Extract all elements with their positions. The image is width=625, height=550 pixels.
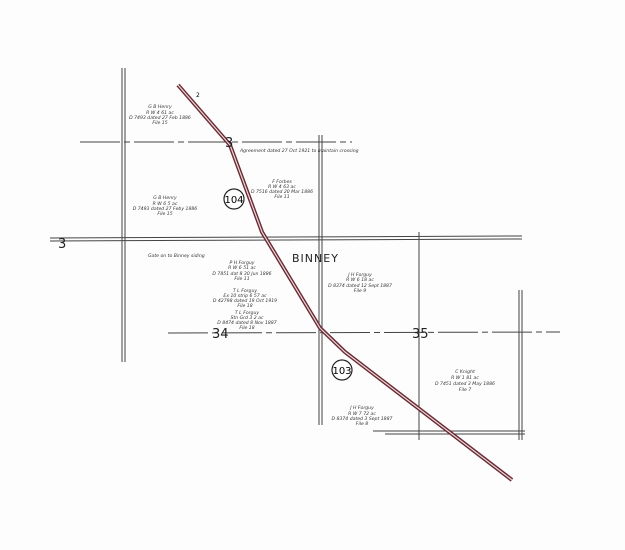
svg-text:R W 6 5 ac: R W 6 5 ac [153, 201, 178, 207]
section-line [49, 238, 523, 242]
svg-text:D 7451 dated 3 May 1886: D 7451 dated 3 May 1886 [435, 381, 495, 387]
svg-text:D 7851 dat 8 30 Jun 1886: D 7851 dat 8 30 Jun 1886 [212, 271, 271, 277]
svg-text:T L Forguy: T L Forguy [233, 288, 257, 294]
svg-text:File 18: File 18 [239, 325, 254, 331]
svg-text:F Forbes: F Forbes [272, 179, 292, 185]
section-number: 3 [58, 237, 66, 252]
section-number: 3 [225, 136, 233, 151]
section-number: 34 [212, 327, 229, 342]
svg-text:D 8374 dated 3 Sept 1887: D 8374 dated 3 Sept 1887 [332, 416, 393, 422]
svg-text:File 11: File 11 [234, 276, 249, 282]
parcel: P H Forguy R W 6 51 ac D 7851 dat 8 30 J… [212, 260, 271, 282]
highway-shield [331, 359, 353, 381]
svg-text:Stn Grd 3 2 ac: Stn Grd 3 2 ac [230, 315, 263, 321]
parcel: F Forbes R W 4 63 ac D 7516 dated 20 Mar… [251, 179, 313, 200]
svg-text:R W 4 61 ac: R W 4 61 ac [146, 110, 174, 116]
svg-text:T L Forguy: T L Forguy [235, 310, 259, 316]
railroad-track-center [177, 84, 513, 481]
parcel: J H Forguy R W 6 18 ac D 8374 dated 12 S… [328, 272, 392, 294]
svg-text:G B Henry: G B Henry [148, 104, 172, 110]
svg-text:File 8: File 8 [356, 421, 368, 427]
svg-text:G B Henry: G B Henry [153, 195, 177, 201]
section-line [167, 331, 561, 334]
svg-text:D 7493 dated 27 Feby 1886: D 7493 dated 27 Feby 1886 [133, 206, 198, 212]
section-line [49, 235, 523, 239]
svg-text:File 9: File 9 [354, 288, 366, 294]
corner-label: 2 [196, 92, 200, 99]
svg-text:R W 7 72 ac: R W 7 72 ac [348, 411, 376, 417]
highway-shield [223, 188, 245, 210]
town-name: BINNEY [292, 252, 339, 265]
svg-text:R W 6 51 ac: R W 6 51 ac [228, 265, 256, 271]
svg-text:R W 4 63 ac: R W 4 63 ac [268, 184, 296, 190]
parcel: J H Forguy R W 7 72 ac D 8374 dated 3 Se… [332, 405, 393, 427]
svg-text:J H Forguy: J H Forguy [349, 405, 374, 411]
parcel: T L Forguy Stn Grd 3 2 ac D 8474 dated 8… [217, 310, 276, 331]
svg-text:D 7516 dated 20 Mar 1886: D 7516 dated 20 Mar 1886 [251, 189, 313, 195]
note: Gate on to Binney siding [148, 253, 205, 259]
svg-text:R W 6 18 ac: R W 6 18 ac [346, 277, 374, 283]
svg-text:File 11: File 11 [274, 194, 289, 200]
svg-text:D 8474 dated 8 Nov 1887: D 8474 dated 8 Nov 1887 [217, 320, 276, 326]
svg-text:P H Forguy: P H Forguy [229, 260, 254, 266]
parcel: G B Henry R W 4 61 ac D 7493 dated 27 Fe… [129, 104, 191, 126]
svg-text:J H Forguy: J H Forguy [347, 272, 372, 278]
svg-text:File 15: File 15 [152, 120, 167, 126]
highway-label: 103 [332, 366, 351, 377]
svg-text:D 7493 dated 27 Feb 1886: D 7493 dated 27 Feb 1886 [129, 115, 191, 121]
highway-label: 104 [224, 195, 243, 206]
svg-text:C Knight: C Knight [455, 369, 475, 375]
svg-text:File 18: File 18 [237, 303, 252, 309]
svg-text:Ex 10 strip 6 57 ac: Ex 10 strip 6 57 ac [223, 293, 267, 299]
section-number: 35 [412, 327, 429, 342]
svg-text:File 15: File 15 [157, 211, 172, 217]
parcel: C Knight R W 1 81 ac D 7451 dated 3 May … [435, 369, 495, 393]
svg-text:R W 1 81 ac: R W 1 81 ac [451, 375, 479, 381]
note: Agreement dated 27 Oct 1921 to maintain … [239, 148, 359, 154]
svg-text:D 8374 dated 12 Sept 1887: D 8374 dated 12 Sept 1887 [328, 283, 392, 289]
svg-text:D 42798 dated 19 Oct 1919: D 42798 dated 19 Oct 1919 [213, 298, 277, 304]
parcel: T L Forguy Ex 10 strip 6 57 ac D 42798 d… [213, 288, 277, 309]
parcel: G B Henry R W 6 5 ac D 7493 dated 27 Feb… [133, 195, 198, 217]
svg-text:File 7: File 7 [459, 387, 471, 393]
